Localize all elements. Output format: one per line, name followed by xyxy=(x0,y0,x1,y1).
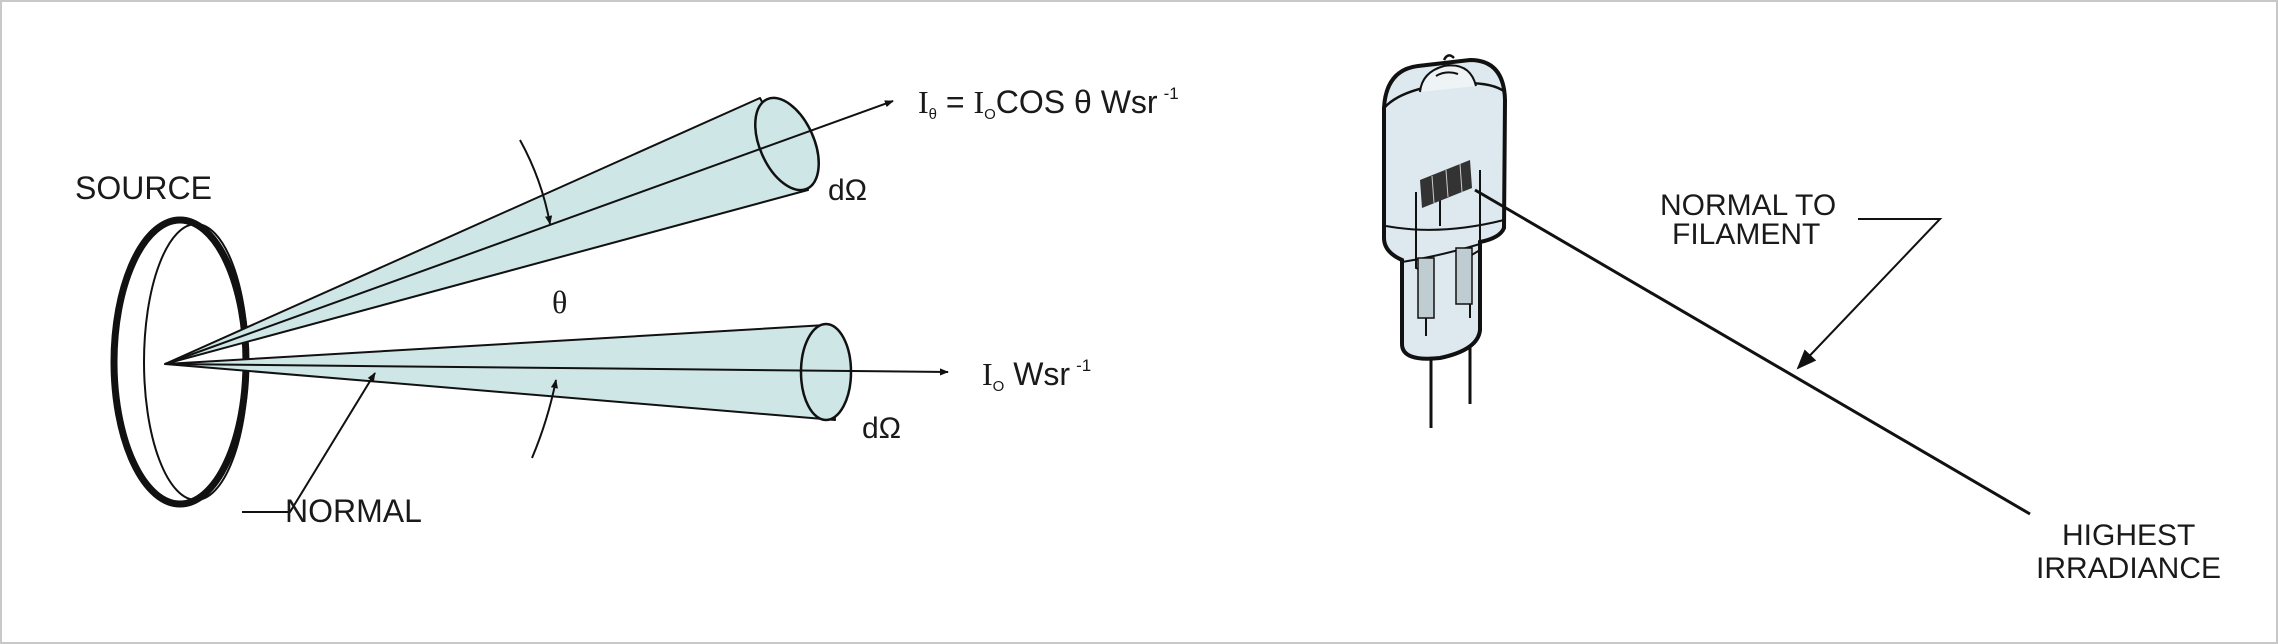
upper-cone xyxy=(164,96,894,365)
lower-cone xyxy=(164,322,949,422)
bulb-envelope xyxy=(1382,57,1508,361)
normal-to-filament-line1: NORMAL TO xyxy=(1660,189,1836,222)
upper-solid-angle-label: dΩ xyxy=(828,174,867,207)
source-disk xyxy=(110,216,250,508)
lower-cone-angle-arrow xyxy=(531,379,558,459)
left-figure: SOURCE NORMAL θ dΩ dΩ Iθ = IOCOS θ Wsr-1… xyxy=(75,84,1179,529)
normal-to-filament-leader xyxy=(1796,218,1943,370)
normal-label: NORMAL xyxy=(285,493,422,529)
normal-to-filament-line2: FILAMENT xyxy=(1672,218,1820,251)
normal-intensity-formula: IO Wsr-1 xyxy=(982,356,1091,395)
highest-irradiance-line1: HIGHEST xyxy=(2062,519,2195,552)
theta-symbol: θ xyxy=(552,284,567,320)
upper-beam-axis-arrow xyxy=(164,100,894,365)
lower-solid-angle-label: dΩ xyxy=(862,412,901,445)
normal-axis-arrow xyxy=(164,363,949,376)
upper-cone-angle-arrow xyxy=(519,139,553,225)
filament-normal-line xyxy=(1474,188,2031,516)
highest-irradiance-line2: IRRADIANCE xyxy=(2036,552,2221,585)
normal-leader-arrow xyxy=(242,372,376,513)
intensity-at-angle-formula: Iθ = IOCOS θ Wsr-1 xyxy=(918,84,1179,123)
source-label: SOURCE xyxy=(75,170,212,206)
right-figure: NORMAL TO FILAMENT HIGHEST IRRADIANCE xyxy=(1382,54,2221,585)
halogen-lamp xyxy=(1382,54,1508,428)
